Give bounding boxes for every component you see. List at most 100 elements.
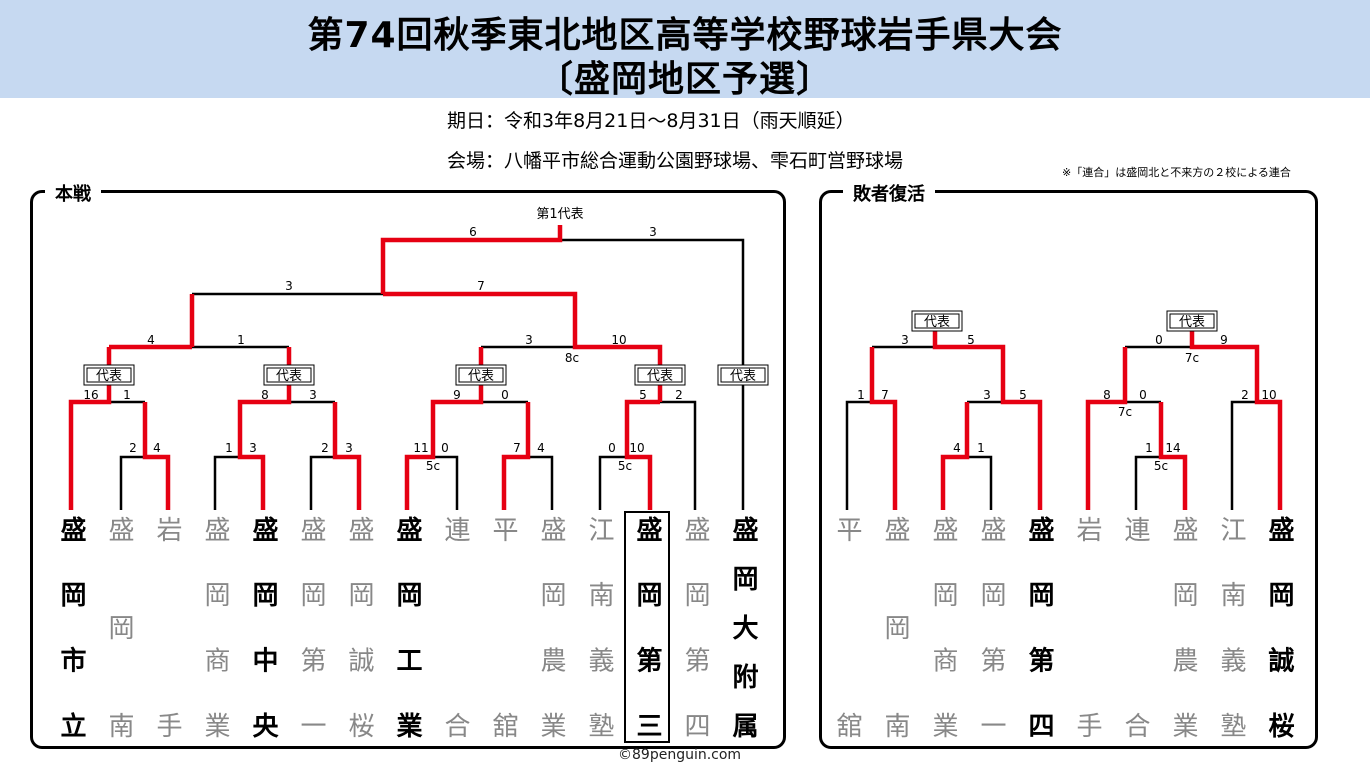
score-label: 8c [565,351,579,365]
score-label: 0 [1155,333,1163,347]
score-label: 5c [1154,459,1168,473]
score-label: 8 [1103,388,1111,402]
score-label: 3 [901,333,909,347]
representative-label: 代表 [96,369,122,384]
representative-badge [83,364,135,386]
bracket-line [528,455,554,510]
bracket-line [660,400,697,510]
score-label: 9 [453,388,461,402]
copyright: ©89penguin.com [618,747,742,763]
winning-path-line [1158,402,1188,510]
bracket-line [433,455,459,510]
score-label: 3 [309,388,317,402]
representative-badge [455,364,507,386]
score-label: 5c [618,459,632,473]
score-label: 1 [237,333,245,347]
score-label: 5c [426,459,440,473]
team-name: 平舘 [488,516,518,738]
score-label: 7 [477,279,485,293]
score-label: 3 [345,441,353,455]
score-label: 7 [881,388,889,402]
team-name: 盛岡工業 [392,516,422,738]
bracket-line [598,455,627,510]
winning-path-line [332,402,362,510]
bracket-line [1230,400,1257,510]
winning-path-line [404,347,484,510]
representative-label: 代表 [730,369,756,384]
team-name: 連合 [1120,516,1150,738]
consolation-bracket-panel [819,190,1318,749]
score-label: 5 [639,388,647,402]
team-name: 盛岡農業 [536,516,566,738]
team-name: 盛岡誠桜 [344,516,374,738]
score-label: 0 [1139,388,1147,402]
score-label: 14 [1165,441,1180,455]
winning-path-line [1085,347,1128,510]
score-label: 4 [537,441,545,455]
score-label: 3 [649,225,657,239]
score-label: 2 [321,441,329,455]
team-name: 岩手 [152,516,182,738]
team-name: 連合 [440,516,470,738]
representative-label: 代表 [924,315,950,330]
consolation-bracket-title: 敗者復活 [843,180,935,206]
score-label: 1 [857,388,865,402]
score-label: 7c [1118,405,1132,419]
score-label: 5 [967,333,975,347]
main-bracket-title: 本戦 [45,180,101,206]
bracket-line [309,455,335,510]
winning-path-line [624,399,660,510]
representative-badge [263,364,315,386]
score-label: 6 [469,225,477,239]
tournament-dates: 期日：令和3年8月21日～8月31日（雨天順延） [447,110,855,132]
score-label: 0 [441,441,449,455]
page-subtitle: 〔盛岡地区予選〕 [536,59,833,100]
representative-badge [911,310,963,332]
bracket-line [1134,455,1161,510]
team-name: 盛岡中央 [248,516,278,738]
page-title: 第74回秋季東北地区高等学校野球岩手県大会 [307,15,1063,56]
score-label: 1 [1145,441,1153,455]
bracket-line [845,400,872,510]
score-label: 2 [129,441,137,455]
score-label: 2 [1241,388,1249,402]
team-name: 盛岡市立 [56,516,86,738]
score-label: 16 [83,388,98,402]
bracket-line [213,455,240,510]
score-label: 10 [629,441,644,455]
first-representative-label: 第1代表 [536,207,583,222]
winning-path-line [142,402,171,510]
winning-path-line [869,347,898,510]
score-label: 10 [611,333,626,347]
score-label: 0 [501,388,509,402]
team-name: 江南義塾 [1216,516,1246,738]
team-name: 盛岡商業 [200,516,230,738]
score-label: 5 [1019,388,1027,402]
team-name: 盛岡第一 [976,516,1006,738]
winning-path-line [380,225,563,294]
winning-path-line [501,402,531,510]
representative-label: 代表 [1179,315,1205,330]
score-label: 1 [123,388,131,402]
winning-path-line [932,328,1043,510]
team-name: 盛岡誠桜 [1264,516,1294,738]
score-label: 3 [983,388,991,402]
score-label: 3 [285,279,293,293]
representative-label: 代表 [647,369,673,384]
team-name: 盛岡大附属 [728,516,758,738]
score-label: 4 [147,333,155,347]
team-name: 盛岡南 [880,516,910,738]
header-banner: 第74回秋季東北地区高等学校野球岩手県大会 〔盛岡地区予選〕 [0,0,1370,100]
team-name: 盛岡第三 [624,511,670,743]
team-name: 盛岡第四 [1024,516,1054,738]
team-name: 盛岡商業 [928,516,958,738]
score-label: 11 [413,441,428,455]
score-label: 9 [1220,333,1228,347]
joint-team-note: ※「連合」は盛岡北と不来方の２校による連合 [1062,166,1291,179]
representative-badge [1166,310,1218,332]
score-label: 3 [525,333,533,347]
score-label: 10 [1261,388,1276,402]
representative-badge [717,364,769,386]
team-name: 盛岡農業 [1168,516,1198,738]
score-label: 1 [977,441,985,455]
